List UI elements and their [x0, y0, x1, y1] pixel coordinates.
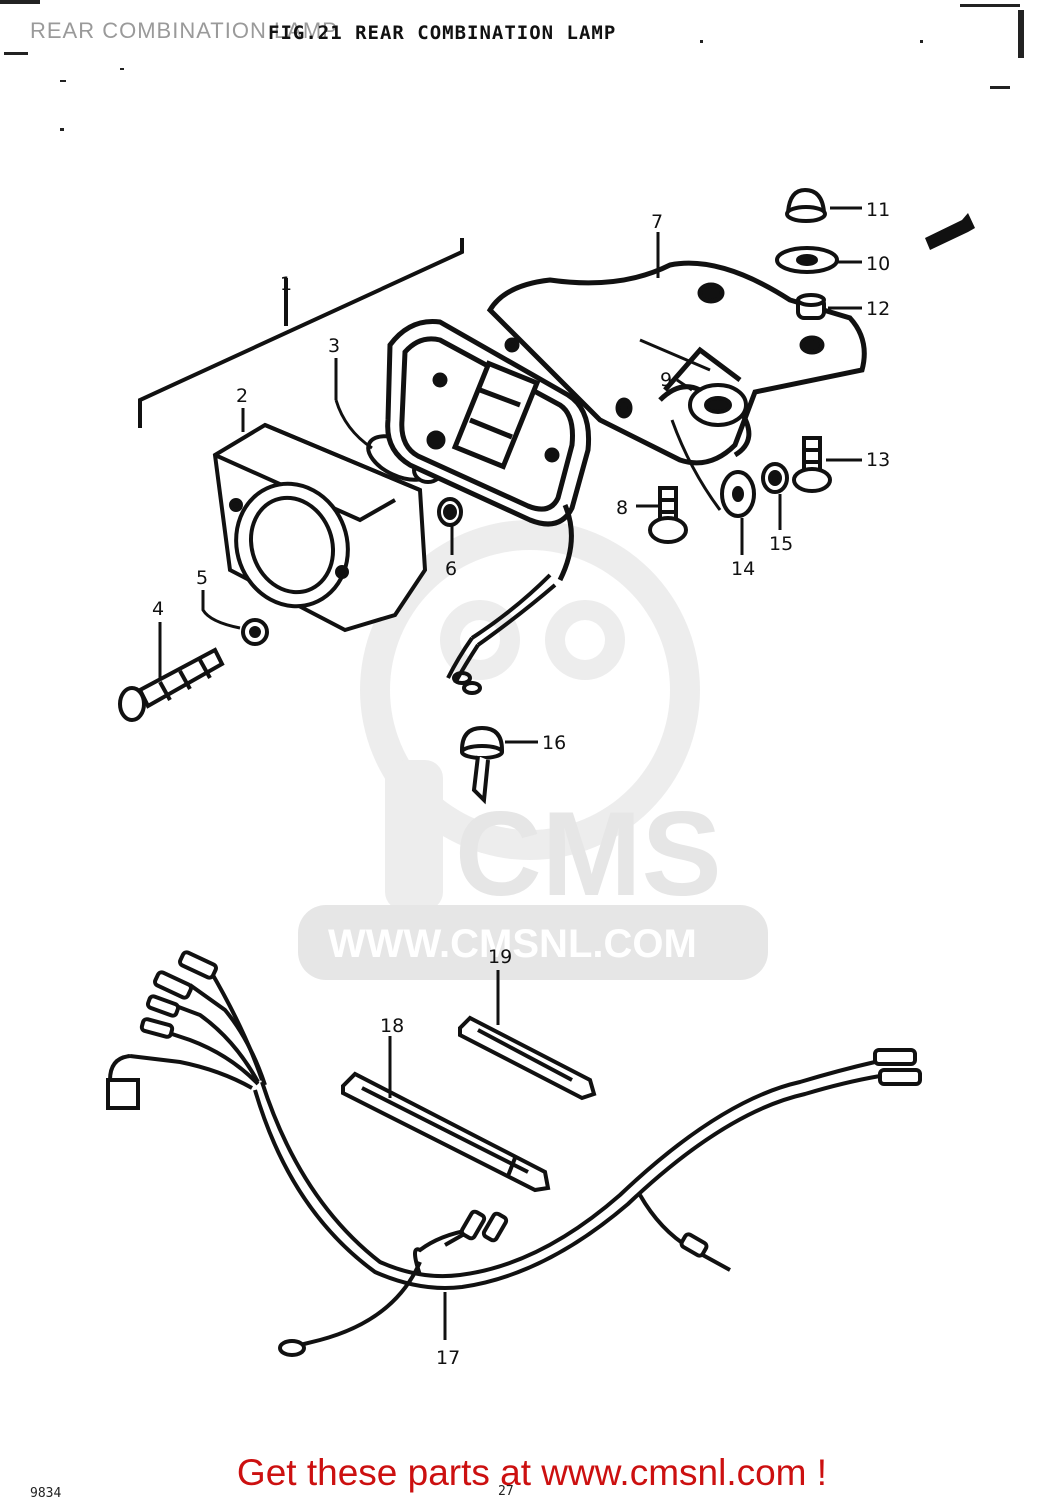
washer-14 [720, 470, 756, 518]
callout-19: 19 [488, 946, 512, 968]
callout-18: 18 [380, 1015, 404, 1037]
callout-13: 13 [866, 449, 890, 471]
callout-7: 7 [651, 211, 663, 233]
bolt-4 [118, 647, 225, 722]
front-arrow-icon [925, 213, 975, 250]
figure-title: FIG.21 REAR COMBINATION LAMP [268, 22, 617, 44]
callout-4: 4 [152, 598, 164, 620]
nut-6 [437, 497, 463, 527]
part-callouts: 1 2 3 4 5 6 7 8 9 10 11 12 13 14 15 16 1… [152, 199, 890, 1369]
callout-8: 8 [616, 497, 628, 519]
callout-1: 1 [280, 273, 292, 295]
callout-17: 17 [436, 1347, 460, 1369]
washer-10 [775, 246, 839, 274]
assembly-bracket-1 [138, 238, 464, 428]
callout-9: 9 [660, 369, 672, 391]
page-number: 27 [498, 1484, 514, 1499]
scan-noise [0, 0, 1024, 131]
spacer-12 [796, 293, 826, 320]
callout-11: 11 [866, 199, 890, 221]
page-code: 9834 [30, 1486, 62, 1501]
overlay-title: REAR COMBINATION LAMP [30, 18, 338, 43]
washer-5 [241, 618, 269, 646]
wiring-harness-17 [106, 950, 922, 1357]
cap-nut-11 [785, 187, 827, 223]
screw-8 [648, 486, 688, 544]
lamp-housing [385, 318, 592, 582]
band-19 [458, 1015, 597, 1101]
callout-16: 16 [542, 732, 566, 754]
cms-watermark: CMS WWW.CMSNL.COM [298, 520, 768, 980]
band-18 [341, 1071, 551, 1193]
lamp-lens [212, 422, 428, 633]
nut-15 [761, 462, 789, 494]
callout-6: 6 [445, 558, 457, 580]
lamp-wire [446, 573, 557, 695]
callout-10: 10 [866, 253, 890, 275]
callout-2: 2 [236, 385, 248, 407]
watermark-url: WWW.CMSNL.COM [328, 922, 697, 966]
bolt-13 [792, 436, 832, 493]
bracket-7 [486, 260, 867, 466]
watermark-brand: CMS [455, 787, 722, 921]
callout-3: 3 [328, 335, 340, 357]
leader-lines [158, 206, 862, 1340]
get-parts-link[interactable]: Get these parts at www.cmsnl.com ! [236, 1452, 828, 1493]
callout-15: 15 [769, 533, 793, 555]
callout-5: 5 [196, 567, 208, 589]
grommet-9 [688, 383, 748, 427]
callout-12: 12 [866, 298, 890, 320]
callout-14: 14 [731, 558, 755, 580]
cushion-16 [459, 725, 505, 805]
